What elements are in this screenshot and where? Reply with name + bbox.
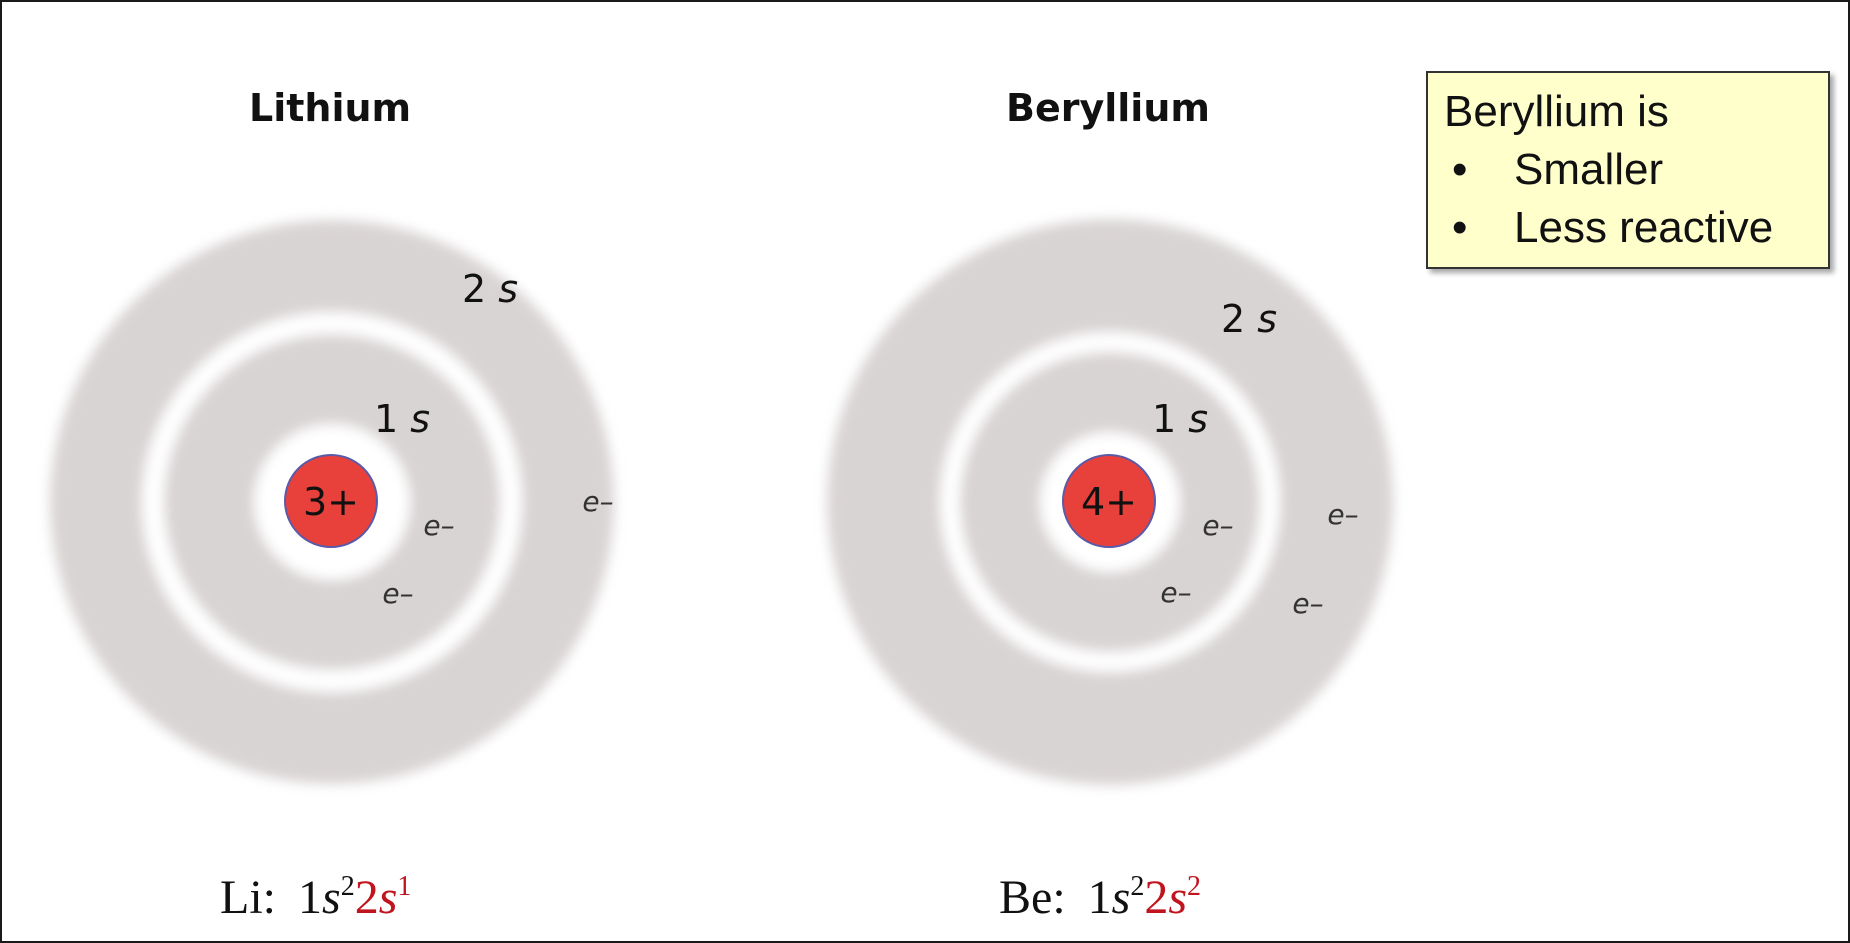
lithium-1s-label-text: 1	[374, 397, 398, 441]
lithium-nucleus	[284, 454, 378, 548]
note-item-smaller: • Smaller	[1444, 141, 1814, 199]
beryllium-title: Beryllium	[1006, 86, 1210, 130]
beryllium-electron-config: Be:1s22s2	[999, 870, 1201, 925]
lithium-2s-label: 2 s	[462, 267, 518, 311]
lithium-config-symbol: Li:	[220, 871, 276, 924]
lithium-1s-label: 1 s	[374, 397, 430, 441]
bullet-icon: •	[1452, 145, 1468, 194]
lithium-electron-1s-a: e–	[423, 509, 454, 542]
lithium-config-valence: 2s	[354, 871, 398, 924]
beryllium-config-valence: 2s	[1144, 871, 1188, 924]
lithium-electron-config: Li: 1s22s1	[220, 870, 411, 925]
beryllium-config-valence-exp: 2	[1187, 871, 1202, 902]
beryllium-note-box: Beryllium is • Smaller • Less reactive	[1426, 71, 1830, 269]
beryllium-1s-label: 1 s	[1152, 397, 1208, 441]
note-item-text: Less reactive	[1514, 203, 1774, 252]
beryllium-nucleus	[1062, 454, 1156, 548]
beryllium-nucleus-charge: 4+	[1081, 480, 1137, 524]
beryllium-config-core: 1s	[1087, 871, 1131, 924]
lithium-2s-label-text: 2	[462, 267, 486, 311]
beryllium-2s-label: 2 s	[1221, 297, 1277, 341]
note-item-text: Smaller	[1514, 145, 1664, 194]
lithium-config-valence-exp: 1	[397, 871, 412, 902]
beryllium-2s-label-text: 2	[1221, 297, 1245, 341]
lithium-config-core-exp: 2	[340, 871, 355, 902]
beryllium-electron-1s-b: e–	[1160, 576, 1191, 609]
bullet-icon: •	[1452, 203, 1468, 252]
beryllium-config-symbol: Be:	[999, 871, 1066, 924]
lithium-nucleus-charge: 3+	[303, 480, 359, 524]
beryllium-electron-1s-a: e–	[1202, 509, 1233, 542]
lithium-electron-2s: e–	[582, 485, 613, 518]
lithium-electron-1s-b: e–	[382, 577, 413, 610]
lithium-title: Lithium	[249, 86, 412, 130]
note-list: • Smaller • Less reactive	[1444, 141, 1814, 257]
lithium-config-core: 1s	[298, 871, 341, 924]
note-heading: Beryllium is	[1444, 87, 1669, 136]
lithium-atom: 3+ 2 s 1 s e– e– e–	[50, 220, 614, 784]
beryllium-electron-2s-b: e–	[1292, 587, 1323, 620]
note-item-less-reactive: • Less reactive	[1444, 199, 1814, 257]
beryllium-atom: 4+ 2 s 1 s e– e– e– e–	[827, 219, 1393, 785]
beryllium-electron-2s-a: e–	[1327, 498, 1358, 531]
beryllium-1s-label-text: 1	[1152, 397, 1176, 441]
beryllium-config-core-exp: 2	[1130, 871, 1145, 902]
